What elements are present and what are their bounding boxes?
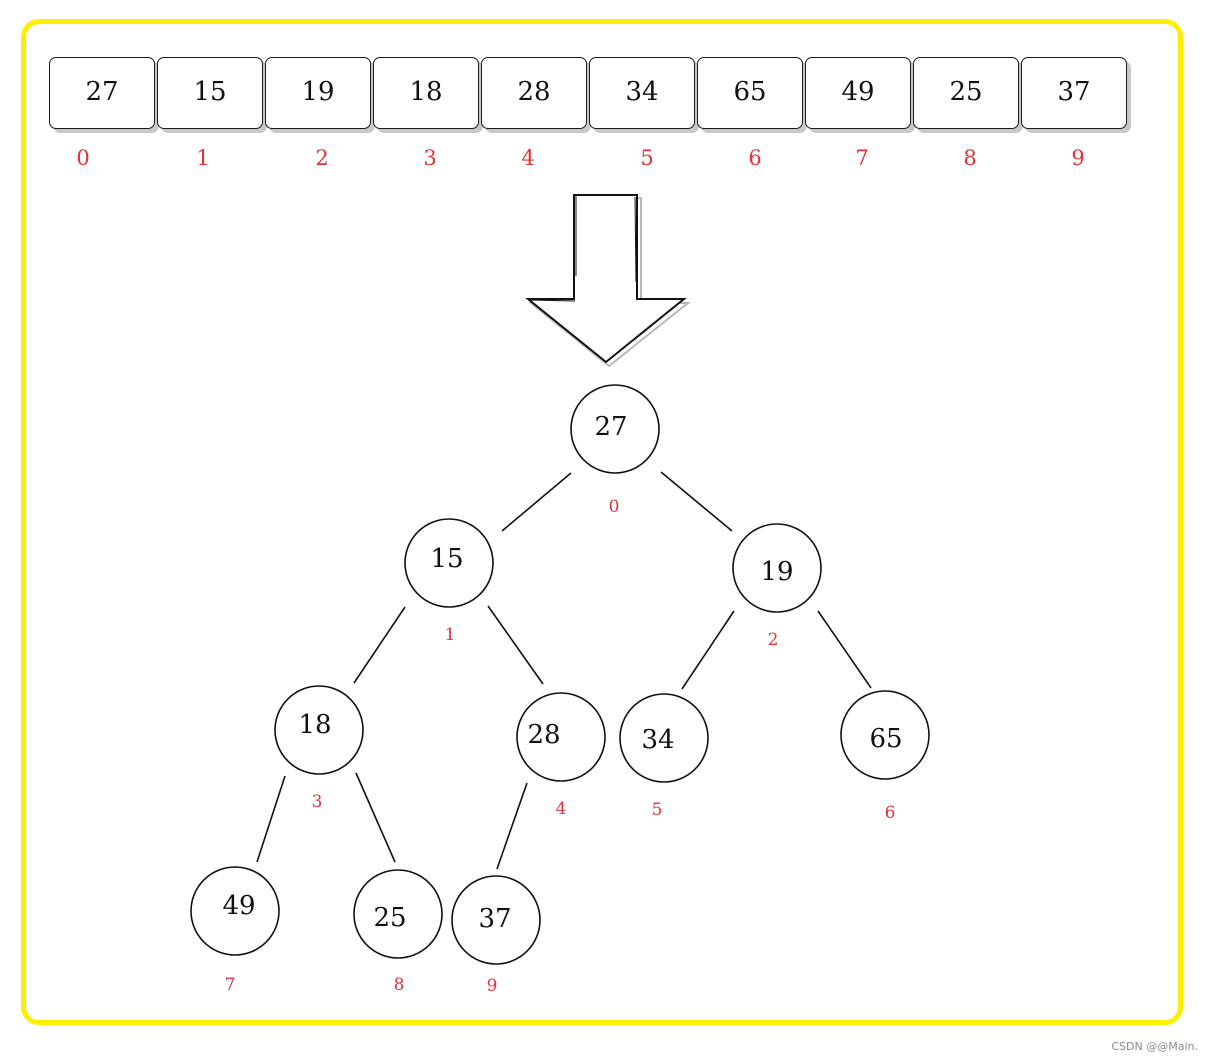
array-cell-2: 19 [265, 57, 371, 129]
tree-index-2: 2 [768, 630, 779, 650]
tree-node-8: 25 [353, 869, 443, 959]
node-value: 28 [527, 720, 560, 750]
node-value: 19 [760, 557, 793, 587]
array-cell-5: 34 [589, 57, 695, 129]
edge-2-6 [817, 610, 872, 689]
array-index-6: 6 [748, 146, 762, 170]
node-value: 25 [373, 903, 406, 933]
edge-2-5 [681, 610, 735, 690]
tree-index-1: 1 [445, 625, 456, 645]
array-index-8: 8 [963, 146, 977, 170]
tree-node-5: 34 [619, 693, 709, 783]
array-cell-7: 49 [805, 57, 911, 129]
tree-index-6: 6 [885, 803, 896, 823]
tree-node-1: 15 [404, 518, 494, 608]
tree-node-3: 18 [274, 685, 364, 775]
edge-1-4 [487, 605, 544, 685]
down-arrow-icon [525, 194, 691, 368]
node-value: 65 [869, 724, 902, 754]
tree-index-3: 3 [312, 792, 323, 812]
array-cell-1: 15 [157, 57, 263, 129]
array-index-9: 9 [1071, 146, 1085, 170]
node-value: 27 [594, 412, 627, 442]
array-cell-4: 28 [481, 57, 587, 129]
tree-edges [256, 471, 872, 870]
tree-node-2: 19 [732, 523, 822, 613]
tree-index-9: 9 [487, 976, 498, 996]
tree-node-9: 37 [451, 875, 541, 965]
tree-index-5: 5 [652, 800, 663, 820]
node-value: 15 [430, 544, 463, 574]
tree-node-7: 49 [190, 866, 280, 956]
array-index-4: 4 [521, 146, 535, 170]
tree-node-6: 65 [840, 690, 930, 780]
array-cell-0: 27 [49, 57, 155, 129]
array-cell-9: 37 [1021, 57, 1127, 129]
diagram-frame [21, 19, 1183, 1025]
node-value: 49 [222, 891, 255, 921]
tree-index-7: 7 [225, 975, 236, 995]
edge-0-2 [660, 471, 733, 532]
array-index-7: 7 [855, 146, 869, 170]
edge-1-3 [353, 606, 406, 684]
tree-index-4: 4 [556, 799, 567, 819]
tree-index-0: 0 [609, 497, 620, 517]
tree-index-8: 8 [394, 975, 405, 995]
watermark-text: CSDN @@Main. [1111, 1040, 1198, 1053]
tree-node-0: 27 [570, 384, 660, 474]
array-index-2: 2 [315, 146, 329, 170]
edge-4-9 [496, 782, 528, 870]
edge-3-8 [355, 772, 396, 863]
array-cell-3: 18 [373, 57, 479, 129]
array-index-3: 3 [423, 146, 437, 170]
edge-3-7 [256, 775, 286, 863]
edge-0-1 [501, 472, 572, 532]
array-index-1: 1 [196, 146, 210, 170]
array-index-0: 0 [76, 146, 90, 170]
array-index-5: 5 [640, 146, 654, 170]
array-cell-8: 25 [913, 57, 1019, 129]
tree-node-4: 28 [516, 692, 606, 782]
array-cell-6: 65 [697, 57, 803, 129]
tree-nodes: 27 15 19 18 28 34 65 49 [190, 384, 930, 965]
node-value: 18 [298, 710, 331, 740]
node-value: 37 [478, 904, 511, 934]
node-value: 34 [641, 725, 674, 755]
tree-index-labels: 0 1 2 3 4 5 6 7 8 9 [225, 497, 896, 996]
